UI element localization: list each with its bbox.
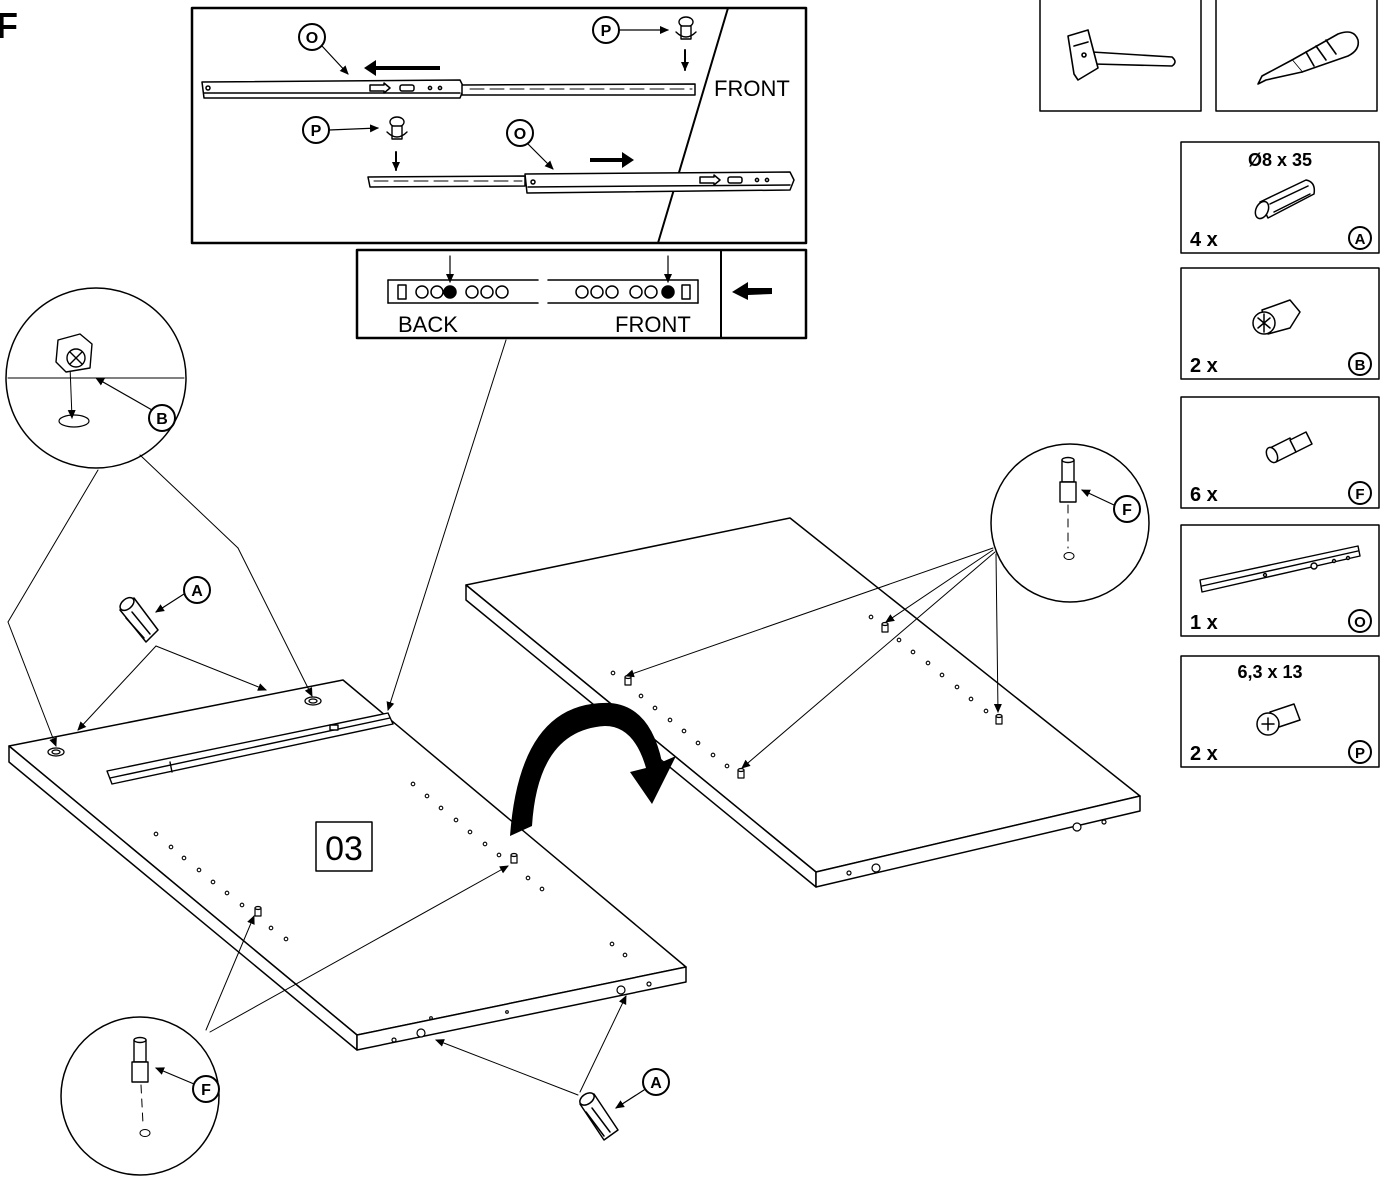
cam-lock-icon — [55, 333, 93, 373]
part-qty: 4 x — [1190, 229, 1218, 251]
part-card-b: 2 x B — [1180, 267, 1380, 380]
leader-lines-right — [625, 547, 1002, 769]
svg-text:O: O — [306, 30, 318, 47]
dowel-top: A — [119, 576, 211, 643]
rail-detail-panel: FRONT O P — [190, 6, 808, 245]
guide-back-label: BACK — [398, 312, 458, 337]
part-letter: P — [1355, 745, 1365, 762]
pin-detail-circle-left: F — [60, 1016, 220, 1176]
panel-03-pins — [254, 852, 518, 917]
callout-o-top: O — [298, 23, 349, 75]
svg-text:O: O — [514, 126, 526, 143]
step-marker: F — [0, 5, 18, 46]
wooden-dowel-icon — [1254, 179, 1316, 220]
part-card-f: 6 x F — [1180, 396, 1380, 509]
panel-03-cam-holes — [47, 696, 322, 757]
rail-front-label: FRONT — [714, 76, 790, 101]
svg-text:P: P — [601, 23, 612, 40]
part-letter: O — [1354, 614, 1366, 631]
panel-03-shelf-holes-left — [153, 831, 289, 942]
part-letter: A — [1355, 231, 1366, 248]
screw-icon — [1256, 703, 1301, 736]
leader-lines — [7, 339, 507, 747]
dowel-bottom: A — [435, 995, 670, 1141]
part-letter: B — [1355, 357, 1366, 374]
drawer-rail-icon — [1199, 545, 1361, 593]
callout-b: B — [156, 411, 168, 428]
panel-number-box — [315, 821, 373, 872]
part-spec: 6,3 x 13 — [1237, 662, 1302, 682]
screwdriver-icon — [1257, 31, 1360, 85]
shelf-pin-icon — [1059, 456, 1077, 503]
callout-f-left: F — [201, 1082, 211, 1099]
svg-text:P: P — [311, 123, 322, 140]
callout-a-bottom: A — [650, 1075, 662, 1092]
wooden-dowel-icon — [579, 1092, 619, 1141]
arrow-left-icon — [364, 60, 440, 76]
part-qty: 1 x — [1190, 612, 1218, 634]
callout-p-top: P — [592, 16, 697, 71]
leader-lines-left — [205, 865, 509, 1033]
panel-03-edge-dowel-holes — [391, 981, 652, 1043]
panel-03-shelf-holes-right — [410, 781, 628, 958]
callout-f-right: F — [1122, 502, 1132, 519]
panel-number: 03 — [325, 830, 363, 868]
part-qty: 2 x — [1190, 355, 1218, 377]
part-letter: F — [1355, 486, 1364, 503]
screwdriver-tool-box — [1215, 0, 1378, 112]
callout-p-bottom: P — [302, 116, 408, 171]
cam-lock-icon — [1252, 299, 1301, 335]
hole-position-guide: BACK FRONT — [355, 248, 808, 340]
drawer-rail-top — [201, 79, 696, 99]
wooden-dowel-icon — [119, 596, 159, 643]
part-card-o: 1 x O — [1180, 524, 1380, 637]
panel-flipped-edge-holes — [846, 819, 1107, 876]
hammer-tool-box — [1039, 0, 1202, 112]
guide-front-label: FRONT — [615, 312, 691, 337]
panel-flipped-shelf-holes — [610, 614, 989, 769]
callout-a-top: A — [191, 583, 203, 600]
part-card-a: Ø8 x 35 4 x A — [1180, 141, 1380, 254]
flip-arrow-icon — [510, 702, 676, 836]
screw-icon — [675, 16, 697, 40]
arrow-right-icon — [590, 152, 634, 168]
part-qty: 6 x — [1190, 484, 1218, 506]
arrow-left-icon — [732, 282, 772, 300]
shelf-pin-icon — [1265, 431, 1313, 464]
panel-flipped-pins — [624, 621, 1003, 779]
hammer-icon — [1067, 29, 1176, 81]
shelf-pin-icon — [131, 1036, 149, 1083]
callout-o-bottom: O — [506, 119, 554, 170]
part-card-p: 6,3 x 13 2 x P — [1180, 655, 1380, 768]
pin-detail-circle-right: F — [990, 443, 1150, 603]
part-spec: Ø8 x 35 — [1248, 150, 1312, 170]
panel-03-drawer-rail — [106, 712, 394, 785]
cam-detail-circle: B — [5, 287, 187, 469]
part-qty: 2 x — [1190, 743, 1218, 765]
drawer-rail-bottom — [367, 171, 795, 194]
screw-icon — [386, 116, 408, 140]
